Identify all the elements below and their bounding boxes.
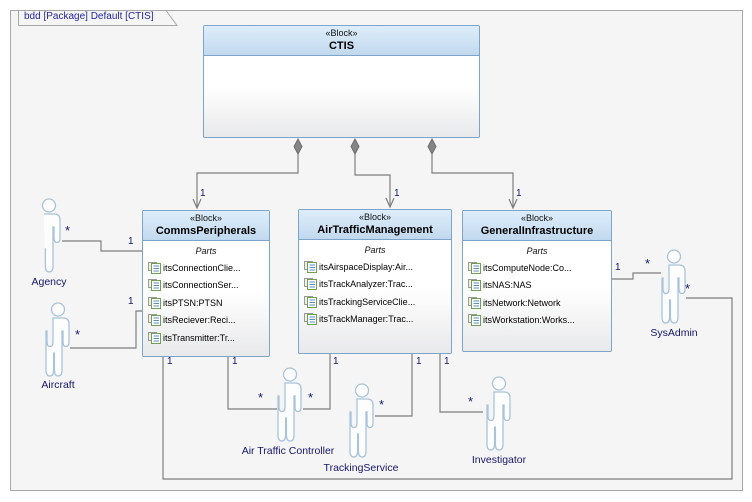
part-item[interactable]: itsNAS:NAS [468,277,609,295]
actor-trackingservice-label: TrackingService [323,462,399,474]
part-label: itsPTSN:PTSN [163,297,223,308]
mult-agency: * [65,223,71,238]
part-label: itsTransmitter:Tr... [163,332,235,343]
part-item[interactable]: itsConnectionSer... [148,277,267,295]
part-label: itsTrackAnalyzer:Trac... [319,279,413,290]
part-label: itsConnectionClie... [163,262,241,273]
block-ctis[interactable]: «Block» CTIS [203,25,480,138]
mult-comms-to-sysadmin: 1 [167,356,173,367]
block-commsperipherals-name: CommsPeripherals [155,225,257,237]
actor-investigator[interactable] [479,375,519,453]
part-icon [304,278,317,291]
mult-comms-to-atc: 1 [232,356,238,367]
parts-compartment-label: Parts [195,246,217,256]
part-icon [468,314,481,327]
diagram-tab-shape [18,10,178,26]
actor-investigator-label: Investigator [471,454,527,466]
block-generalinfrastructure-stereotype: «Block» [520,213,554,223]
block-airtrafficmanagement-name: AirTrafficManagement [317,224,433,236]
part-label: itsWorkstation:Works... [483,315,575,326]
part-icon [468,279,481,292]
diagram-tab[interactable]: bdd [Package] Default [CTIS] [18,10,178,26]
actor-agency-label: Agency [31,276,67,288]
part-icon [148,279,161,292]
part-icon [148,331,161,344]
block-commsperipherals-stereotype: «Block» [189,213,223,223]
part-label: itsTrackingServiceClie... [319,296,416,307]
part-label: itsReciever:Reci... [163,315,236,326]
part-label: itsAirspaceDisplay:Air... [319,261,414,272]
actor-air-traffic-controller-label: Air Traffic Controller [241,445,335,457]
part-item[interactable]: itsComputeNode:Co... [468,259,609,277]
actor-aircraft[interactable] [38,301,78,379]
actor-trackingservice[interactable] [342,382,382,460]
part-icon [468,261,481,274]
block-ctis-stereotype: «Block» [325,28,358,38]
mult-ctis-comms: 1 [200,188,206,199]
actor-aircraft-label: Aircraft [41,379,75,391]
diagram-tab-label: bdd [Package] Default [CTIS] [24,11,154,22]
part-icon [148,296,161,309]
mult-atc-right: * [308,390,314,405]
part-icon [304,313,317,326]
mult-atm-to-ts: 1 [416,356,422,367]
parts-list: itsAirspaceDisplay:Air... itsTrackAnalyz… [299,258,451,328]
mult-comms-from-aircraft: 1 [128,296,134,307]
block-ctis-header: «Block» CTIS [204,26,479,56]
mult-atc-left: * [258,390,264,405]
actor-air-traffic-controller[interactable] [270,366,310,444]
mult-trackingservice: * [379,397,385,412]
block-ctis-name: CTIS [328,40,355,52]
block-airtrafficmanagement[interactable]: «Block» AirTrafficManagement Parts itsAi… [298,209,452,354]
block-commsperipherals[interactable]: «Block» CommsPeripherals Parts itsConnec… [142,210,270,357]
part-item[interactable]: itsNetwork:Network [468,294,609,312]
part-label: itsNAS:NAS [483,280,532,291]
part-item[interactable]: itsConnectionClie... [148,259,267,277]
actor-sysadmin-label: SysAdmin [650,327,698,339]
block-airtrafficmanagement-stereotype: «Block» [358,212,392,222]
part-label: itsComputeNode:Co... [483,262,572,273]
part-icon [148,314,161,327]
actor-agency[interactable] [29,197,69,275]
mult-investigator: * [468,394,474,409]
part-item[interactable]: itsTransmitter:Tr... [148,329,267,347]
mult-atm-to-investigator: 1 [444,356,450,367]
parts-list: itsConnectionClie... itsConnectionSer...… [143,259,269,347]
block-generalinfrastructure-name: GeneralInfrastructure [480,225,594,237]
part-item[interactable]: itsTrackingServiceClie... [304,293,449,311]
part-item[interactable]: itsTrackAnalyzer:Trac... [304,276,449,294]
mult-ctis-atm: 1 [394,188,400,199]
parts-compartment-label: Parts [526,246,548,256]
part-item[interactable]: itsPTSN:PTSN [148,294,267,312]
part-icon [148,261,161,274]
block-generalinfrastructure-header: «Block» GeneralInfrastructure [463,211,611,241]
part-item[interactable]: itsTrackManager:Trac... [304,311,449,329]
block-airtrafficmanagement-header: «Block» AirTrafficManagement [299,210,451,240]
part-icon [304,260,317,273]
part-label: itsConnectionSer... [163,280,239,291]
part-icon [468,296,481,309]
part-item[interactable]: itsWorkstation:Works... [468,312,609,330]
block-generalinfrastructure[interactable]: «Block» GeneralInfrastructure Parts itsC… [462,210,612,352]
parts-compartment-label: Parts [364,245,386,255]
mult-aircraft: * [75,327,81,342]
mult-comms-from-agency: 1 [128,236,134,247]
actor-sysadmin[interactable] [654,248,694,326]
mult-atm-to-atc: 1 [333,356,339,367]
part-item[interactable]: itsAirspaceDisplay:Air... [304,258,449,276]
parts-list: itsComputeNode:Co... itsNAS:NAS itsNetwo… [463,259,611,329]
mult-sysadmin-left: * [645,256,651,271]
block-commsperipherals-header: «Block» CommsPeripherals [143,211,269,241]
part-icon [304,295,317,308]
mult-infra-to-sysadmin: 1 [615,262,621,273]
part-label: itsTrackManager:Trac... [319,314,414,325]
mult-sysadmin-right: * [685,281,691,296]
mult-ctis-infra: 1 [516,188,522,199]
part-item[interactable]: itsReciever:Reci... [148,312,267,330]
part-label: itsNetwork:Network [483,297,561,308]
